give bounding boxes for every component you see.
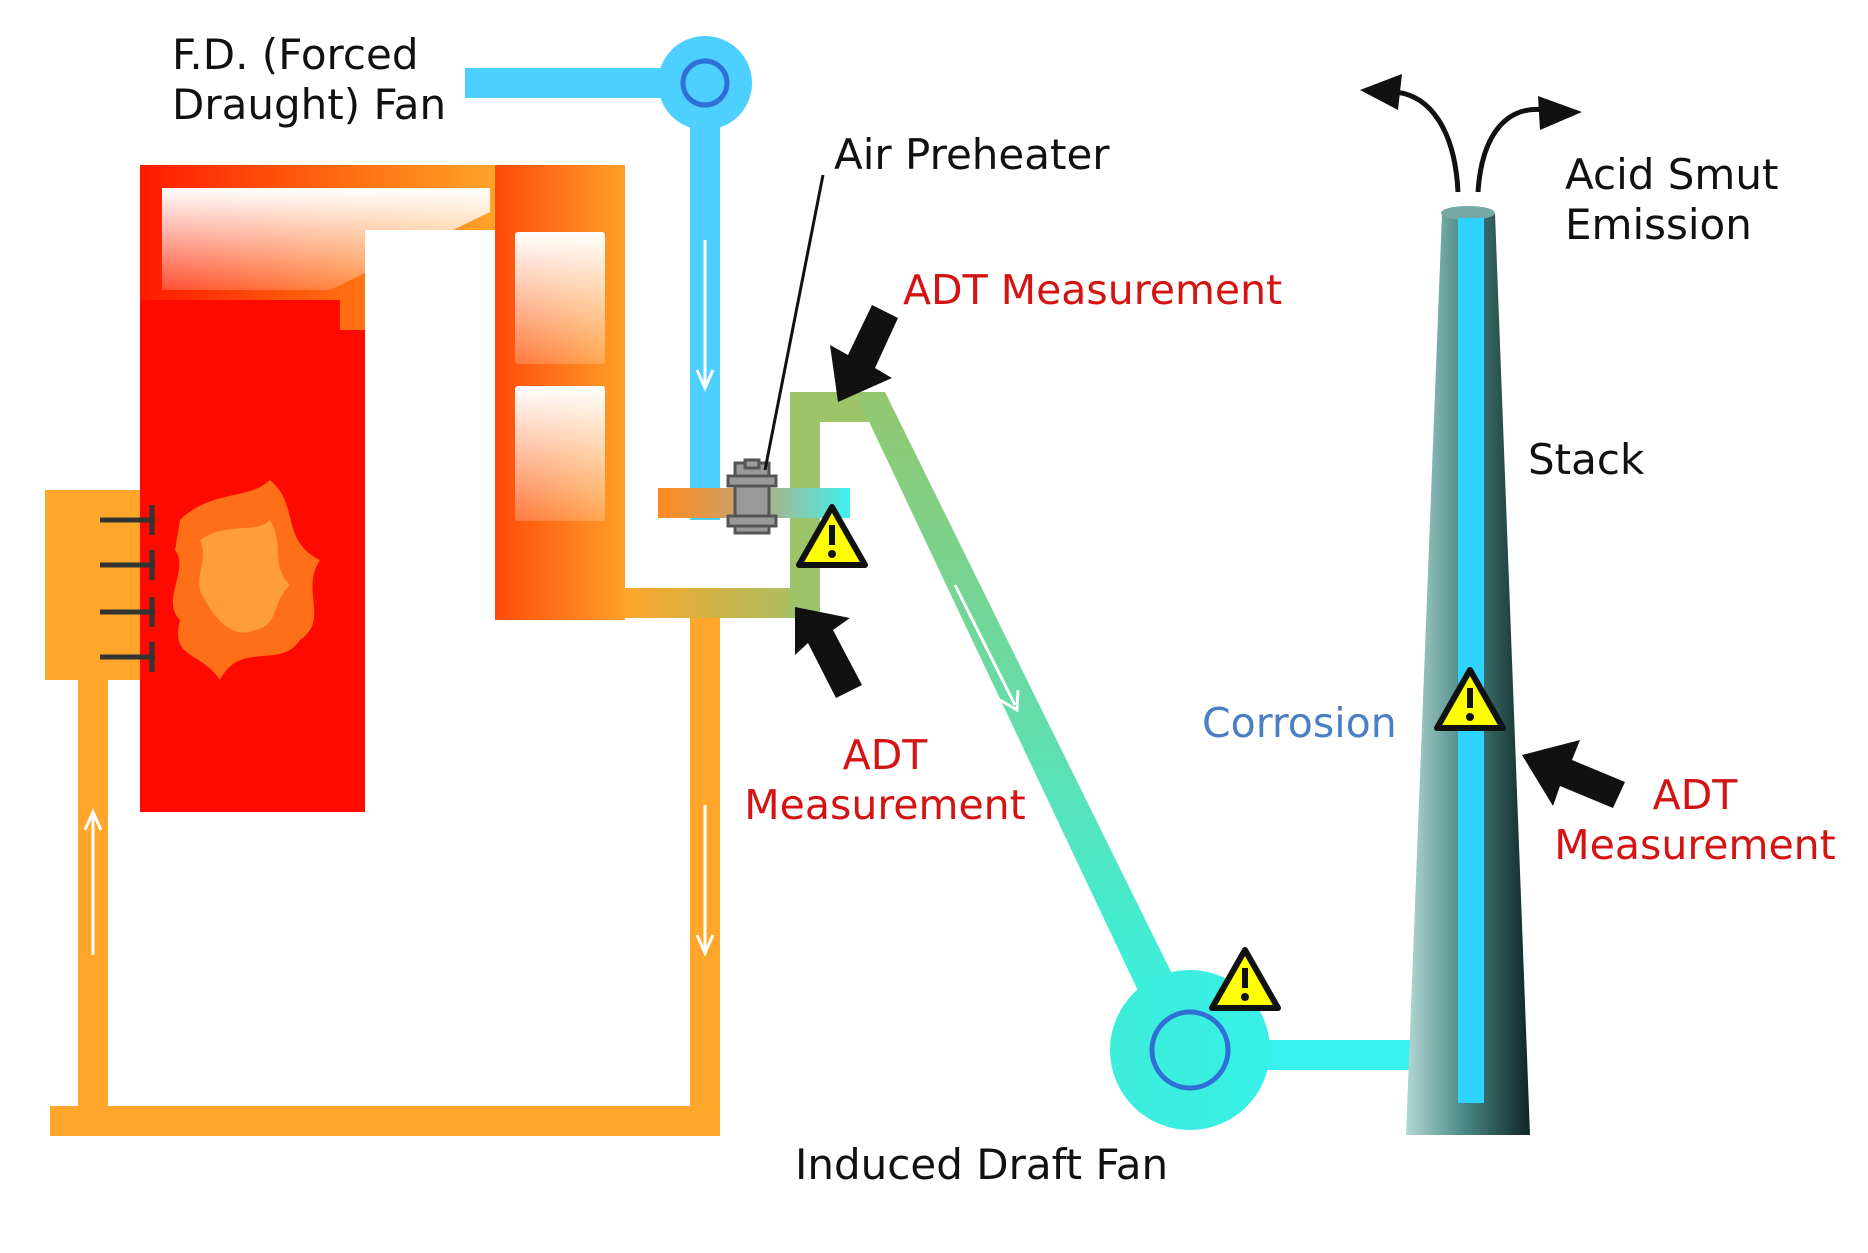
adt-measurement-label-top: ADT Measurement (903, 266, 1283, 314)
fd-fan-label-line2: Draught) Fan (172, 80, 447, 129)
adt-measurement-label-stack-line1: ADT (1652, 771, 1738, 819)
burners (100, 505, 155, 672)
emission-arrowhead-left (1360, 74, 1402, 110)
warning-icon (1209, 947, 1281, 1011)
air-preheater-leader (763, 174, 825, 471)
boiler (140, 165, 625, 812)
flame (172, 480, 320, 680)
black-arrow-icon (795, 305, 1625, 808)
air-preheater (658, 458, 850, 535)
induced-draft-fan-label: Induced Draft Fan (795, 1140, 1169, 1189)
adt-measurement-label-stack-line2: Measurement (1554, 821, 1836, 869)
flow-arrow-icon (83, 240, 1020, 957)
adt-measurement-label-mid-line2: Measurement (744, 781, 1026, 829)
acid-smut-label-line2: Emission (1565, 200, 1752, 249)
warning-icon (796, 504, 868, 568)
fd-fan-label-line1: F.D. (Forced (172, 30, 419, 79)
economizer-panel (515, 386, 605, 521)
emission-arrowhead-right (1538, 96, 1582, 130)
warning-icon (1434, 667, 1506, 731)
reheater-panel (515, 232, 605, 364)
air-preheater-label: Air Preheater (834, 130, 1110, 179)
emission-arrow-icon (1394, 89, 1546, 193)
corrosion-label: Corrosion (1202, 699, 1397, 747)
fd-fan (658, 36, 752, 130)
stack-label: Stack (1528, 435, 1645, 484)
superheater-panel (162, 188, 490, 290)
adt-measurement-label-mid-line1: ADT (842, 731, 928, 779)
acid-smut-label-line1: Acid Smut (1565, 150, 1779, 199)
